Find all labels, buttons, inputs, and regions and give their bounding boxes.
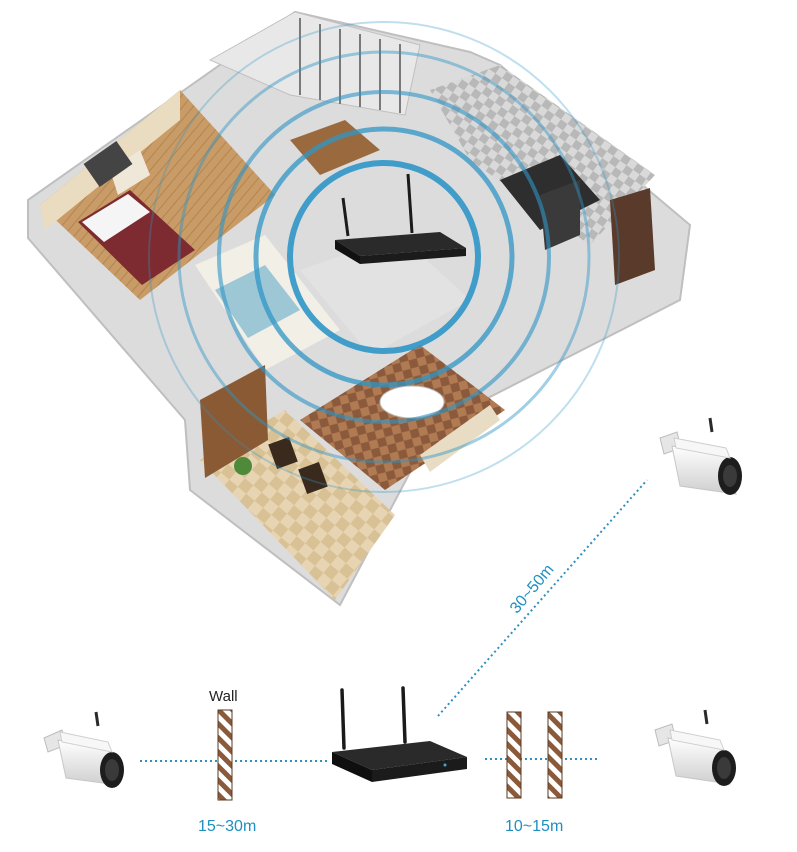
diagonal-range-line	[437, 479, 648, 717]
floorplan-illustration	[27, 10, 692, 607]
range-label-left: 15~30m	[198, 818, 257, 835]
signal-rings	[148, 21, 620, 493]
wall-right-2	[547, 711, 563, 799]
wall-label: Wall	[209, 688, 238, 705]
nvr-recorder-icon-bottom	[332, 686, 467, 782]
wall-left	[217, 709, 233, 801]
bullet-camera-icon-right	[654, 709, 736, 786]
bullet-camera-icon-left	[43, 711, 124, 788]
wall-right-1	[506, 711, 522, 799]
nvr-recorder-icon	[335, 173, 466, 264]
range-label-right: 10~15m	[505, 818, 564, 835]
bullet-camera-icon-top	[659, 417, 742, 495]
